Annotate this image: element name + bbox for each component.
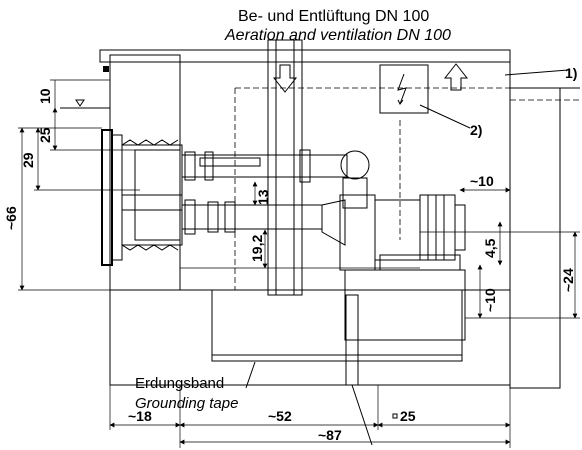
dim-52: ~52 — [268, 408, 292, 424]
dim-29: 29 — [20, 152, 36, 168]
dim-10-bottom: ~10 — [482, 288, 498, 312]
right-wall — [509, 87, 561, 389]
dim-4-5: 4,5 — [482, 238, 498, 258]
control-box — [379, 64, 471, 129]
ventilation-pipe — [267, 39, 303, 296]
grounding-label-de: Erdungsband — [135, 375, 224, 392]
pump-plinth — [344, 269, 466, 341]
title-de: Be- und Entlüftung DN 100 — [238, 8, 429, 25]
callout-2: 2) — [470, 122, 482, 138]
dim-13: 13 — [255, 189, 271, 205]
floor-slab — [109, 289, 511, 386]
dim-25: 25 — [37, 127, 53, 143]
dim-87: ~87 — [318, 427, 342, 443]
dim-10-top: 10 — [37, 88, 53, 104]
upper-pipe — [181, 149, 370, 209]
dim-18: ~18 — [128, 408, 152, 424]
lower-pipe — [181, 199, 346, 246]
dim-25-bottom: 25 — [400, 408, 416, 424]
dim-24: ~24 — [560, 268, 576, 292]
dim-66: ~66 — [3, 206, 19, 230]
grounding-tape — [211, 290, 463, 389]
pump-unit — [339, 194, 466, 271]
bottom-dimensions — [109, 385, 511, 448]
left-wall — [109, 54, 181, 291]
dim-10-right: ~10 — [470, 173, 494, 189]
lightning-icon — [397, 99, 404, 105]
grounding-label-en: Grounding tape — [135, 395, 238, 412]
right-dimensions — [420, 187, 580, 319]
arrow-up-icon — [443, 63, 469, 91]
center-dimensions — [180, 181, 420, 269]
top-slab — [99, 49, 511, 63]
left-dimensions — [18, 79, 140, 291]
dim-19-2: 19,2 — [249, 235, 265, 262]
callout-1: 1) — [565, 65, 577, 81]
title-en: Aeration and ventilation DN 100 — [224, 27, 451, 44]
arrow-down-icon — [272, 64, 298, 93]
wall-sleeve — [101, 129, 183, 266]
